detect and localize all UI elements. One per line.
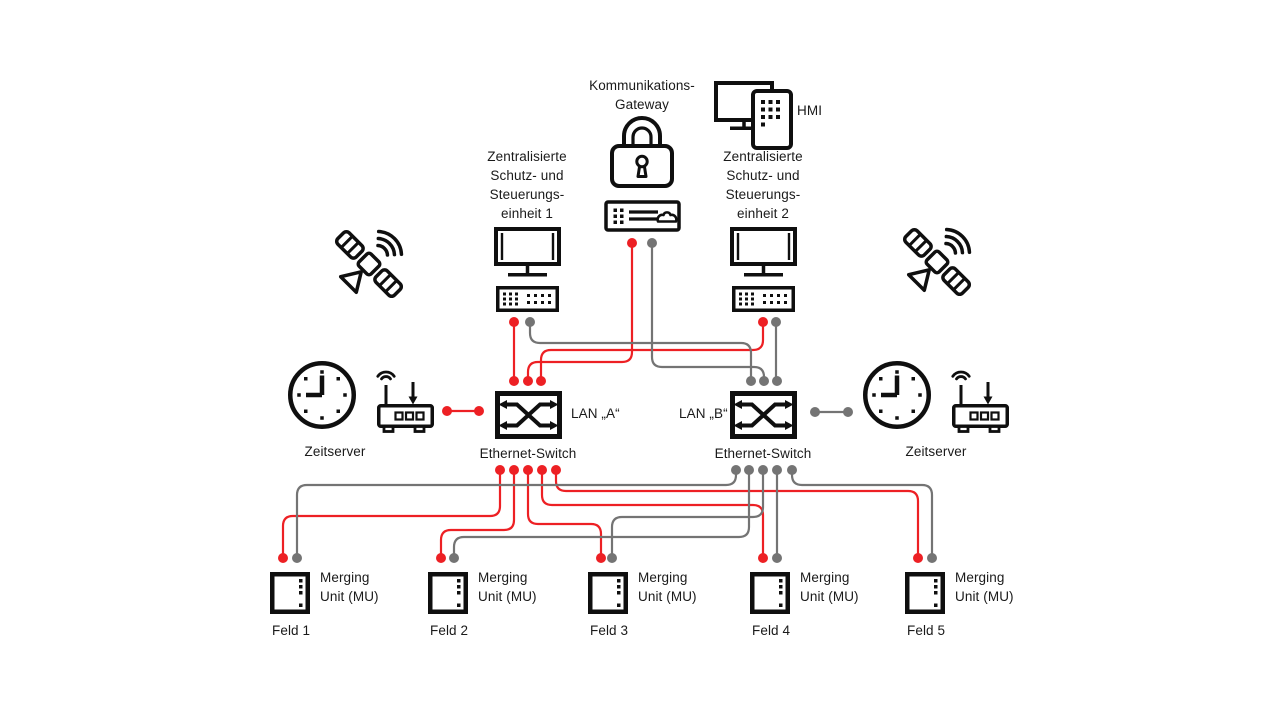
mu2-label: Merging Unit (MU) — [478, 569, 537, 606]
ethernet-switch-b-icon — [733, 394, 795, 437]
lan-b-connection-dots — [292, 238, 937, 563]
unit2-monitor-icon — [730, 227, 797, 277]
merging-unit-1-icon — [272, 574, 308, 612]
feld3-label: Feld 3 — [590, 623, 629, 638]
lan-a-label: LAN „A“ — [571, 406, 620, 421]
switch-a-label: Ethernet-Switch — [479, 446, 577, 461]
gateway-label: Kommunikations- Gateway — [562, 76, 722, 114]
mu5-line2: Unit (MU) — [955, 588, 1014, 604]
mu2-line2: Unit (MU) — [478, 588, 537, 604]
satellite-right-icon — [886, 206, 993, 313]
mu3-line1: Merging — [638, 570, 688, 585]
merging-unit-2-icon — [430, 574, 466, 612]
mu5-label: Merging Unit (MU) — [955, 569, 1014, 606]
mu4-line2: Unit (MU) — [800, 588, 859, 604]
mu2-line1: Merging — [478, 570, 528, 585]
unit1-monitor-icon — [494, 227, 561, 277]
hmi-label: HMI — [797, 103, 823, 118]
unit2-line4: einheit 2 — [737, 206, 789, 221]
ethernet-switch-a-icon — [498, 394, 560, 437]
gateway-device-icon — [604, 200, 681, 232]
feld4-label: Feld 4 — [752, 623, 791, 638]
mu3-label: Merging Unit (MU) — [638, 569, 697, 606]
unit1-line3: Steuerungs- — [489, 187, 565, 202]
feld2-label: Feld 2 — [430, 623, 469, 638]
mu1-label: Merging Unit (MU) — [320, 569, 379, 606]
unit2-line1: Zentralisierte — [723, 149, 803, 164]
clock-left-icon — [290, 363, 354, 427]
mu3-line2: Unit (MU) — [638, 588, 697, 604]
mu5-line1: Merging — [955, 570, 1005, 585]
unit2-line3: Steuerungs- — [725, 187, 801, 202]
gateway-label-line2: Gateway — [615, 97, 669, 112]
mu1-line2: Unit (MU) — [320, 588, 379, 604]
clock-right-icon — [865, 363, 929, 427]
merging-unit-5-icon — [907, 574, 943, 612]
lan-b-label: LAN „B“ — [679, 406, 728, 421]
lan-a-connection-dots — [278, 238, 923, 563]
lan-a-wires — [281, 243, 920, 558]
mu1-line1: Merging — [320, 570, 370, 585]
unit1-line1: Zentralisierte — [487, 149, 567, 164]
hmi-icon — [714, 81, 793, 150]
gateway-label-line1: Kommunikations- — [589, 78, 695, 93]
unit2-line2: Schutz- und — [726, 168, 800, 183]
padlock-icon — [610, 116, 674, 188]
feld5-label: Feld 5 — [907, 623, 946, 638]
mu4-label: Merging Unit (MU) — [800, 569, 859, 606]
zeitserver-left-label: Zeitserver — [304, 444, 366, 459]
lan-b-wires — [295, 243, 934, 558]
unit1-line4: einheit 1 — [501, 206, 553, 221]
merging-unit-4-icon — [752, 574, 788, 612]
unit1-control-device-icon — [496, 286, 559, 312]
satellite-left-icon — [318, 208, 425, 315]
switch-b-label: Ethernet-Switch — [714, 446, 812, 461]
merging-unit-3-icon — [590, 574, 626, 612]
mu4-line1: Merging — [800, 570, 850, 585]
unit1-line2: Schutz- und — [490, 168, 564, 183]
unit1-label: Zentralisierte Schutz- und Steuerungs- e… — [452, 147, 602, 223]
time-receiver-right-icon — [951, 370, 1009, 434]
time-receiver-left-icon — [376, 370, 434, 434]
unit2-label: Zentralisierte Schutz- und Steuerungs- e… — [688, 147, 838, 223]
zeitserver-right-label: Zeitserver — [905, 444, 967, 459]
unit2-control-device-icon — [732, 286, 795, 312]
feld1-label: Feld 1 — [272, 623, 311, 638]
